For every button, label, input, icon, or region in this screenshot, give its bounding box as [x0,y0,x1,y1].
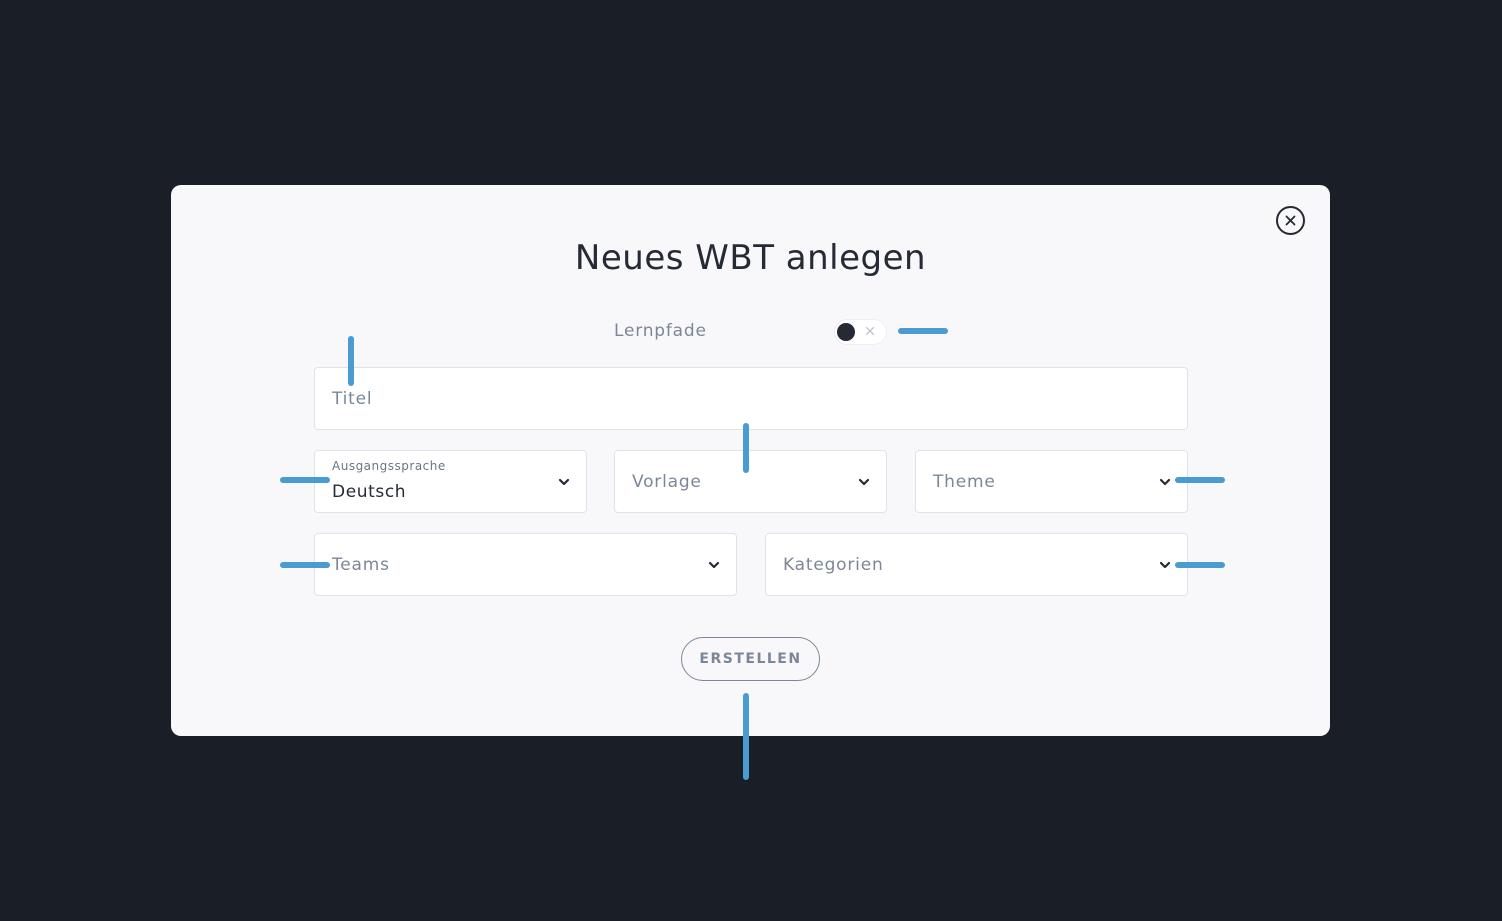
annotation-marker-teams [280,562,330,568]
vorlage-placeholder: Vorlage [632,471,702,492]
create-wbt-dialog: Neues WBT anlegen Lernpfade Titel Ausgan… [171,185,1330,736]
chevron-down-icon [858,478,870,485]
close-icon [1285,215,1296,226]
kategorien-placeholder: Kategorien [783,554,884,575]
chevron-down-icon [1159,561,1171,568]
lernpfade-toggle[interactable] [835,320,886,344]
theme-placeholder: Theme [933,471,996,492]
titel-input[interactable]: Titel [314,367,1188,430]
theme-select[interactable]: Theme [915,450,1188,513]
annotation-marker-toggle [898,328,948,334]
chevron-down-icon [1159,478,1171,485]
teams-select[interactable]: Teams [314,533,737,596]
annotation-marker-kategorien [1175,562,1225,568]
annotation-marker-ausgangssprache [280,477,330,483]
x-icon [865,326,875,336]
titel-placeholder: Titel [332,388,373,409]
create-button[interactable]: ERSTELLEN [681,637,820,681]
chevron-down-icon [708,561,720,568]
ausgangssprache-label: Ausgangssprache [332,459,446,473]
close-button[interactable] [1276,206,1305,235]
lernpfade-label: Lernpfade [614,321,707,341]
vorlage-select[interactable]: Vorlage [614,450,887,513]
chevron-down-icon [558,478,570,485]
teams-placeholder: Teams [332,554,390,575]
annotation-marker-vorlage [743,423,749,473]
ausgangssprache-value: Deutsch [332,482,407,502]
toggle-knob [837,323,855,341]
annotation-marker-theme [1175,477,1225,483]
kategorien-select[interactable]: Kategorien [765,533,1188,596]
ausgangssprache-select[interactable]: Ausgangssprache Deutsch [314,450,587,513]
annotation-marker-titel [348,336,354,386]
annotation-marker-create [743,693,749,780]
dialog-title: Neues WBT anlegen [574,238,927,278]
